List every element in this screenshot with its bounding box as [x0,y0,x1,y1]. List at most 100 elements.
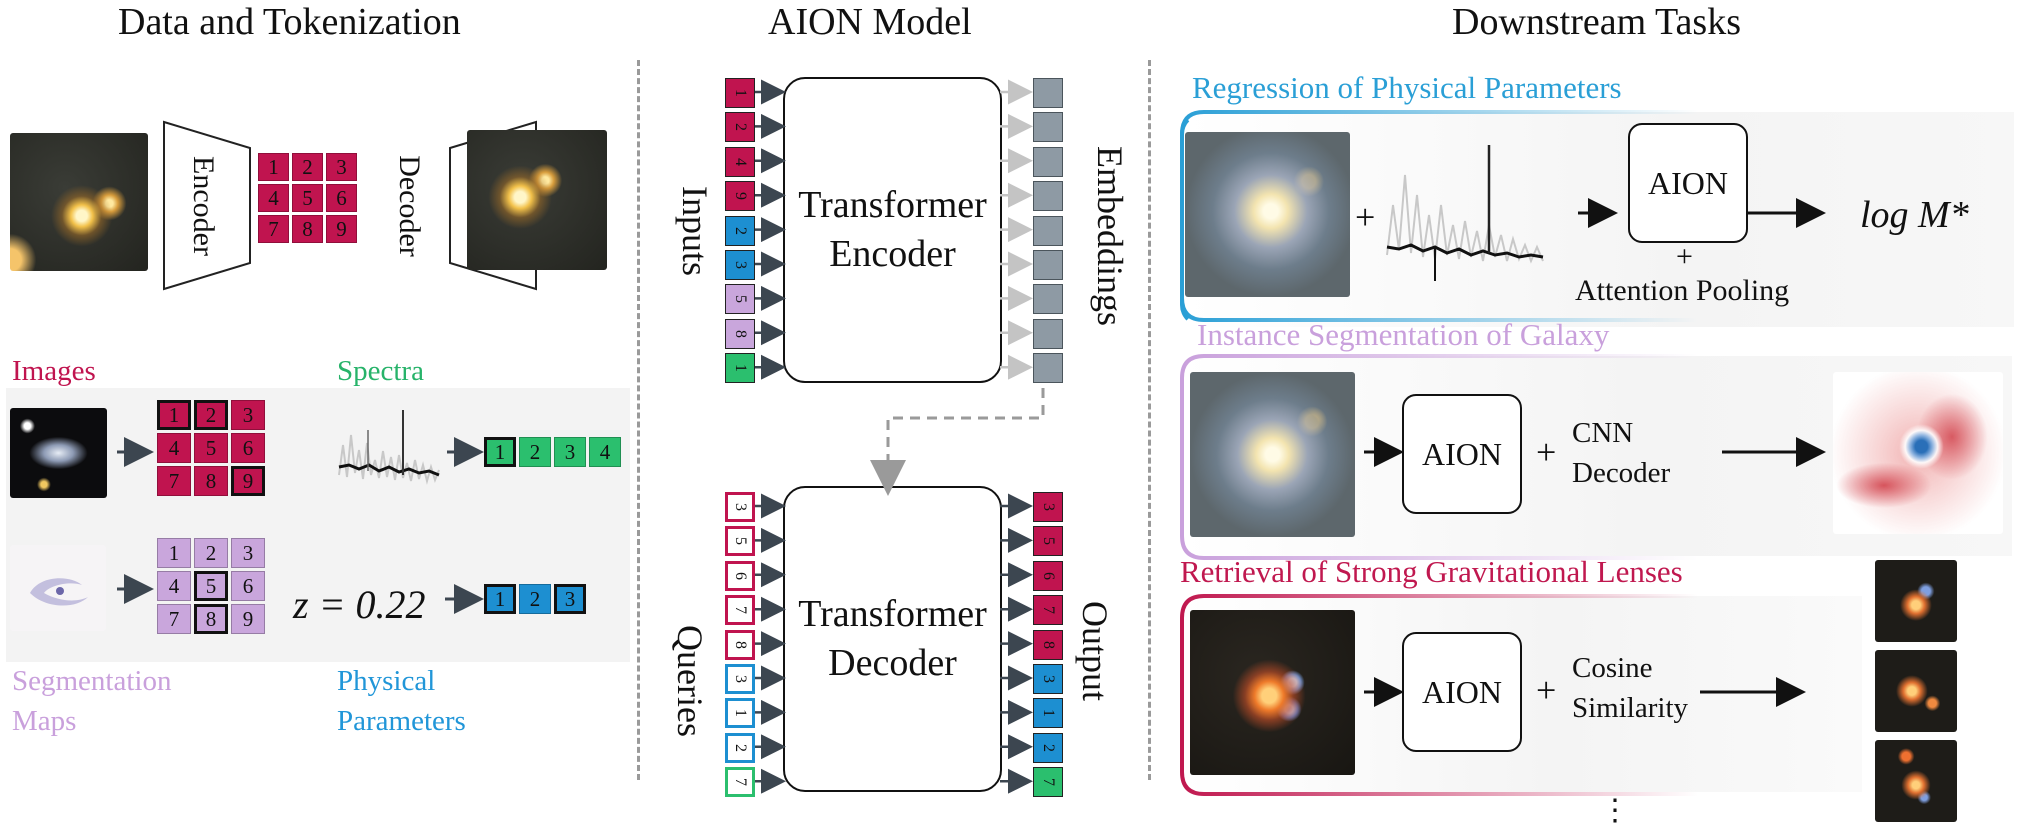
segmentation-plus: + [1536,432,1557,472]
param-token-1: 1 [484,584,516,614]
query-token-6: 3 [725,664,755,694]
spectra-token-2: 2 [519,437,551,467]
tokenizer-cell-4: 4 [258,184,289,212]
query-token-4: 7 [725,595,755,626]
query-token-1: 3 [725,492,755,522]
retrieval-lens-image [1190,610,1355,775]
image-token-4: 4 [157,433,191,463]
spiral-galaxy-thumbnail [10,408,107,498]
spectra-label: Spectra [337,355,424,387]
retrieval-head-line2: Similarity [1572,692,1688,724]
transformer-encoder-box: Transformer Encoder [783,77,1002,383]
galaxy-reconstructed-image [467,130,607,270]
title-downstream-tasks: Downstream Tasks [1452,1,1741,43]
tokenizer-cell-2: 2 [292,153,323,181]
tokenizer-cell-1: 1 [258,153,289,181]
output-token-1: 3 [1033,492,1063,522]
retrieval-head-line1: Cosine [1572,652,1653,684]
spectrum-thumbnail [338,410,440,485]
regression-galaxy-image [1185,132,1350,297]
output-token-5: 8 [1033,629,1063,660]
tokenizer-cell-6: 6 [326,184,357,212]
galaxy-input-image [10,133,148,271]
seg-token-6: 6 [231,571,265,601]
image-token-2: 2 [194,400,228,430]
regression-pooling-label: Attention Pooling [1575,274,1790,307]
embedding-2 [1033,112,1063,143]
regression-spectrum-plot [1386,145,1544,281]
input-token-3: 4 [725,146,755,177]
transformer-decoder-box: Transformer Decoder [783,486,1002,792]
redshift-value: z = 0.22 [293,582,426,627]
retrieved-lens-1 [1875,560,1957,642]
physical-label-line1: Physical [337,665,436,697]
more-tasks-ellipsis: ⋮ [1600,794,1630,827]
seg-token-8: 8 [194,604,228,634]
query-token-5: 8 [725,629,755,660]
image-token-8: 8 [194,466,228,496]
segmentation-output-map [1833,372,2003,534]
output-token-3: 6 [1033,560,1063,591]
retrieval-frame [1180,594,1698,796]
segmentation-head-line2: Decoder [1572,457,1671,489]
tokenizer-cell-5: 5 [292,184,323,212]
seg-token-1: 1 [157,538,191,568]
output-token-4: 7 [1033,595,1063,626]
segmentation-map-thumbnail [10,545,106,631]
spectra-token-3: 3 [554,437,586,467]
image-token-1: 1 [157,400,191,430]
spectra-token-1: 1 [484,437,516,467]
output-token-7: 1 [1033,698,1063,729]
input-token-6: 3 [725,250,755,280]
retrieval-title: Retrieval of Strong Gravitational Lenses [1180,554,1683,589]
output-token-8: 2 [1033,732,1063,763]
embedding-7 [1033,284,1063,315]
embedding-1 [1033,78,1063,108]
tokenizer-cell-8: 8 [292,215,323,243]
segmentation-label-line1: Segmentation [12,665,172,697]
segmentation-title: Instance Segmentation of Galaxy [1197,317,1610,352]
regression-pool-plus: + [1676,240,1693,273]
regression-output-label: log M* [1860,194,1969,236]
modality-arrows [117,437,484,614]
embedding-3 [1033,146,1063,177]
retrieved-lens-3 [1875,740,1957,822]
model-arrows [755,79,1045,794]
image-token-7: 7 [157,466,191,496]
embedding-8 [1033,318,1063,349]
encoder-line2: Encoder [829,233,956,275]
output-token-2: 5 [1033,526,1063,557]
regression-aion-box: AION [1628,123,1748,243]
regression-plus: + [1355,197,1376,237]
title-data-tokenization: Data and Tokenization [118,1,461,43]
input-token-1: 1 [725,78,755,108]
embedding-5 [1033,215,1063,246]
query-token-7: 1 [725,698,755,729]
embedding-6 [1033,250,1063,280]
seg-token-4: 4 [157,571,191,601]
param-token-3: 3 [554,584,586,614]
image-token-5: 5 [194,433,228,463]
seg-token-7: 7 [157,604,191,634]
input-token-7: 5 [725,284,755,315]
segmentation-swirl-icon [30,578,88,606]
input-token-2: 2 [725,112,755,143]
physical-label-line2: Parameters [337,705,466,737]
retrieval-plus: + [1536,670,1557,710]
decoder-line1: Transformer [798,592,987,635]
images-label: Images [12,355,96,387]
seg-token-3: 3 [231,538,265,568]
retrieved-lens-2 [1875,650,1957,732]
retrieval-aion-box: AION [1402,632,1522,752]
input-token-8: 8 [725,318,755,349]
query-token-3: 6 [725,560,755,591]
tokenizer-cell-3: 3 [326,153,357,181]
image-token-9: 9 [231,466,265,496]
input-token-9: 1 [725,353,755,384]
